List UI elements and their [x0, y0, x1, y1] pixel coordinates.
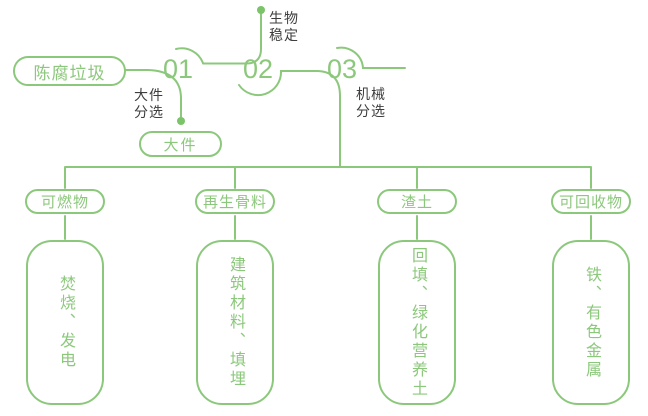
- source-node: 陈腐垃圾: [13, 56, 126, 86]
- step-01-number: 01: [162, 54, 194, 84]
- pill-to-box-connectors: [64, 215, 592, 240]
- tree-branch-lines: [64, 166, 592, 189]
- source-node-label: 陈腐垃圾: [33, 63, 106, 83]
- branch-combustibles-node: 可燃物: [25, 189, 105, 214]
- disposal-text: 建筑材料、填埋: [227, 256, 244, 389]
- step-02-riser-line: [202, 12, 262, 65]
- step-02-number: 02: [242, 54, 274, 84]
- step-01-top-arc: [175, 47, 204, 64]
- branch-category-label: 再生骨料: [202, 194, 267, 211]
- entry-line-and-bulky-drop: [125, 69, 182, 118]
- step-03-drop-line: [317, 70, 341, 168]
- bio-stabilization-dot: [257, 6, 265, 14]
- bulky-item-label: 大件: [163, 136, 198, 154]
- branch-recyclables-node: 可回收物: [551, 189, 631, 214]
- disposal-box-recyclables: 铁、有色金属: [552, 240, 630, 405]
- disposal-box-recycled-aggregate: 建筑材料、填埋: [196, 240, 274, 405]
- step-03-process-label: 机械 分选: [356, 86, 386, 119]
- disposal-text: 铁、有色金属: [583, 265, 600, 380]
- step-03-top-arc-and-exit: [336, 46, 406, 69]
- disposal-text: 焚烧、发电: [57, 275, 74, 370]
- branch-category-label: 可燃物: [40, 194, 89, 211]
- bulky-item-node: 大件: [139, 131, 222, 157]
- bulky-drop-dot: [177, 117, 185, 125]
- disposal-box-combustibles: 焚烧、发电: [26, 240, 104, 405]
- step-03-number: 03: [326, 54, 358, 84]
- step-01-process-label: 大件 分选: [134, 87, 164, 120]
- branch-category-label: 渣土: [400, 194, 433, 211]
- branch-slag-soil-node: 渣土: [377, 189, 457, 214]
- disposal-text: 回填、绿化营养土: [409, 246, 426, 399]
- disposal-box-slag-soil: 回填、绿化营养土: [378, 240, 456, 405]
- branch-category-label: 可回收物: [558, 194, 623, 211]
- step-02-bottom-arc-and-line: [238, 70, 319, 97]
- step-02-process-label: 生物 稳定: [269, 10, 299, 43]
- branch-recycled-aggregate-node: 再生骨料: [195, 189, 275, 214]
